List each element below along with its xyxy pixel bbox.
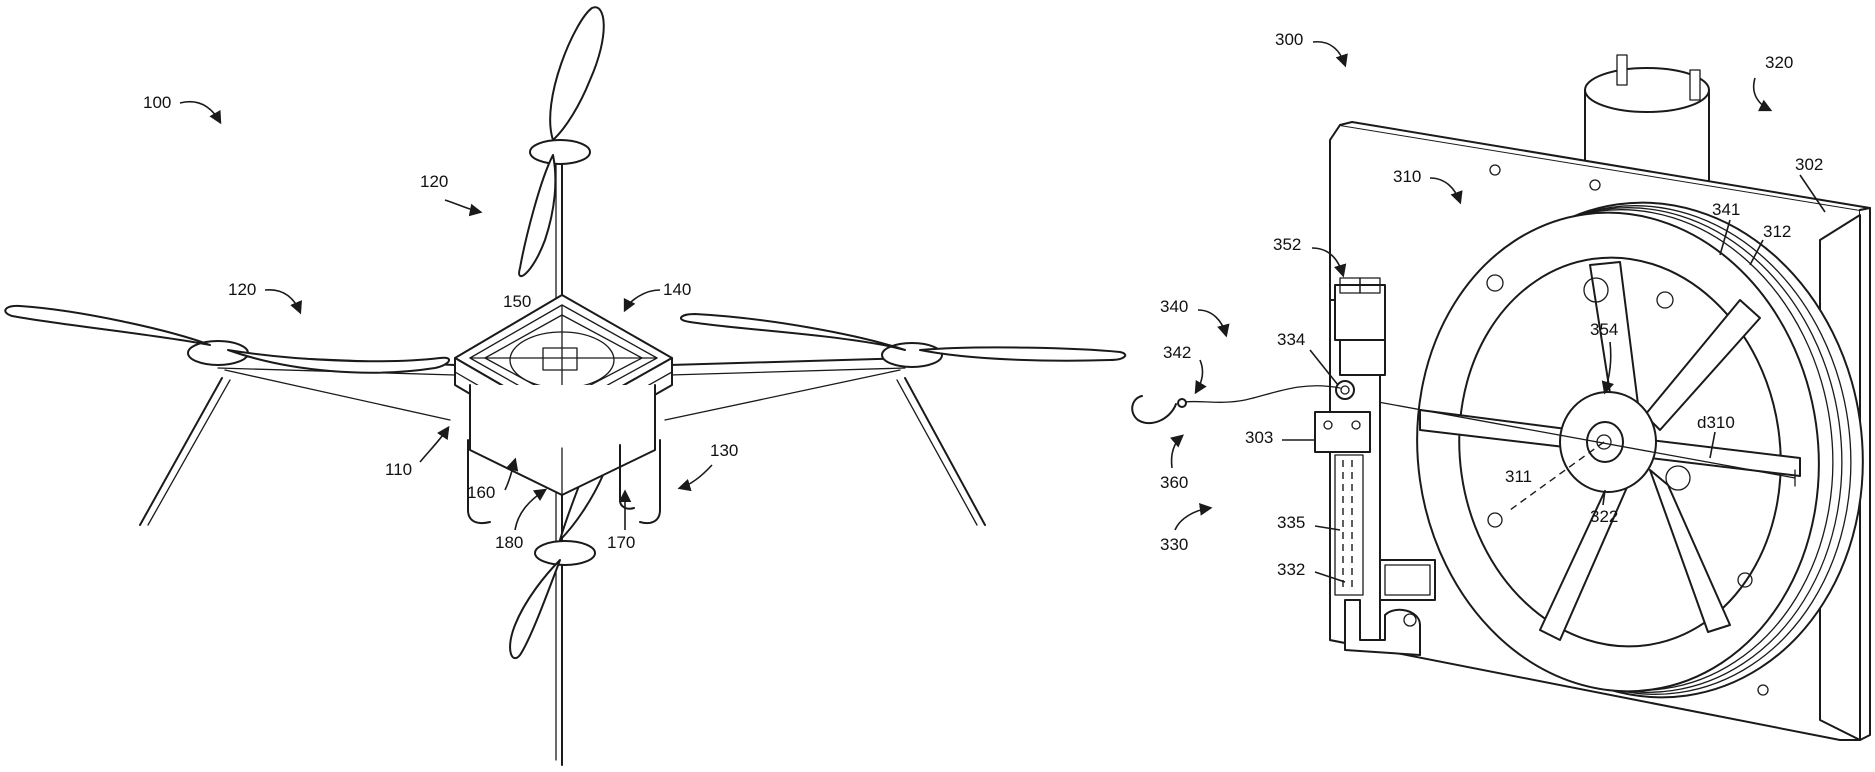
clamp-block [1315, 412, 1370, 452]
lower-connector [1380, 560, 1435, 600]
winch-drawing [1132, 55, 1875, 740]
ref-303: 303 [1245, 428, 1273, 447]
ref-100: 100 [143, 93, 171, 112]
ref-310: 310 [1393, 167, 1421, 186]
ref-354: 354 [1590, 320, 1618, 339]
right-leg [905, 378, 985, 525]
ref-341: 341 [1712, 200, 1740, 219]
top-motor-hub [530, 140, 590, 164]
drone-drawing [5, 7, 1125, 765]
drone-reference-labels: 100 120 120 140 150 110 160 180 170 130 [143, 93, 738, 552]
ref-180: 180 [495, 533, 523, 552]
ref-120-top: 120 [420, 172, 448, 191]
ref-340: 340 [1160, 297, 1188, 316]
left-propeller [5, 306, 210, 345]
ref-150: 150 [503, 292, 531, 311]
ref-311: 311 [1505, 467, 1532, 486]
bottom-motor-hub [535, 541, 595, 565]
tether-line [1185, 386, 1340, 403]
ref-335: 335 [1277, 513, 1305, 532]
ref-d310: d310 [1697, 413, 1735, 432]
right-propeller [681, 314, 905, 350]
ref-320: 320 [1765, 53, 1793, 72]
ref-342: 342 [1163, 343, 1191, 362]
ref-302: 302 [1795, 155, 1823, 174]
ref-110: 110 [385, 460, 412, 479]
ref-312: 312 [1763, 222, 1791, 241]
ref-130: 130 [710, 441, 738, 460]
ref-170: 170 [607, 533, 635, 552]
ref-120-left: 120 [228, 280, 256, 299]
ref-330: 330 [1160, 535, 1188, 554]
ref-360: 360 [1160, 473, 1188, 492]
ref-352: 352 [1273, 235, 1301, 254]
top-propeller [550, 7, 604, 140]
ref-332: 332 [1277, 560, 1305, 579]
ref-160: 160 [467, 483, 495, 502]
guide-rail [1335, 455, 1363, 595]
tether-bead [1178, 399, 1186, 407]
tether-hook [1132, 396, 1176, 423]
ref-334: 334 [1277, 330, 1305, 349]
guide-pulley [1336, 381, 1354, 399]
ref-322: 322 [1590, 507, 1618, 526]
ref-140: 140 [663, 280, 691, 299]
right-arm [670, 358, 910, 365]
left-leg [140, 378, 222, 525]
ref-300: 300 [1275, 30, 1303, 49]
